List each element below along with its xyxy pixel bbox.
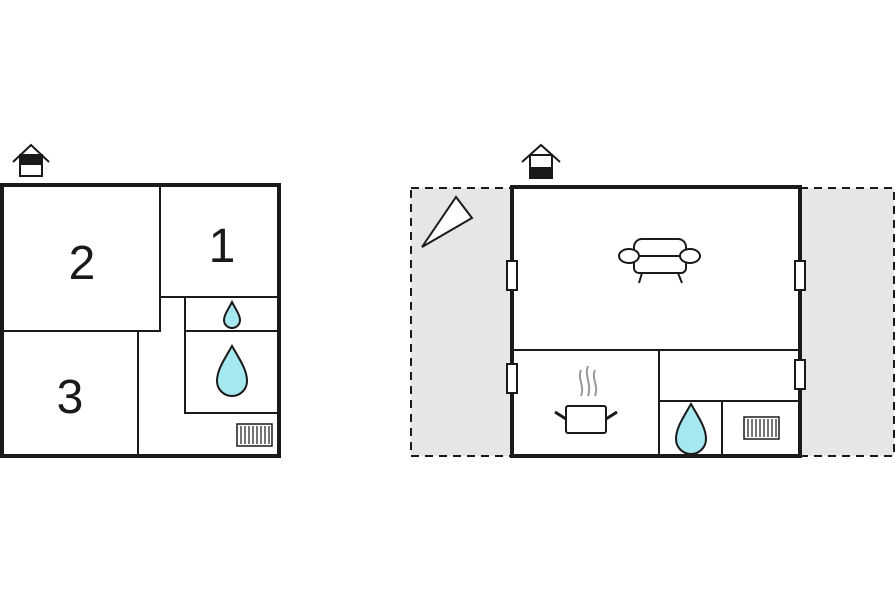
water-drop-icon xyxy=(222,299,242,329)
sofa-icon xyxy=(618,238,701,284)
interior-walls xyxy=(512,349,800,456)
room-label-2: 2 xyxy=(69,237,96,290)
cooking-pot-icon xyxy=(554,365,618,434)
compass-triangle-icon xyxy=(421,195,474,248)
outer-wall xyxy=(510,185,802,458)
entrance-icon xyxy=(12,143,50,177)
window-icon xyxy=(506,260,518,291)
floor-plan-left: 2 1 3 xyxy=(0,143,281,458)
window-icon xyxy=(506,363,518,394)
outer-wall xyxy=(0,183,281,458)
room-label-3: 3 xyxy=(57,371,84,424)
terrace-left xyxy=(410,187,513,457)
terrace-right xyxy=(799,187,895,457)
window-icon xyxy=(794,359,806,390)
radiator-icon xyxy=(743,416,780,440)
radiator-icon xyxy=(236,423,273,447)
room-label-1: 1 xyxy=(209,220,236,273)
entrance-icon xyxy=(521,143,561,179)
window-icon xyxy=(794,260,806,291)
water-drop-icon xyxy=(215,343,249,397)
floor-plan-right xyxy=(410,143,895,458)
water-drop-icon xyxy=(674,401,708,455)
interior-walls xyxy=(2,185,279,456)
